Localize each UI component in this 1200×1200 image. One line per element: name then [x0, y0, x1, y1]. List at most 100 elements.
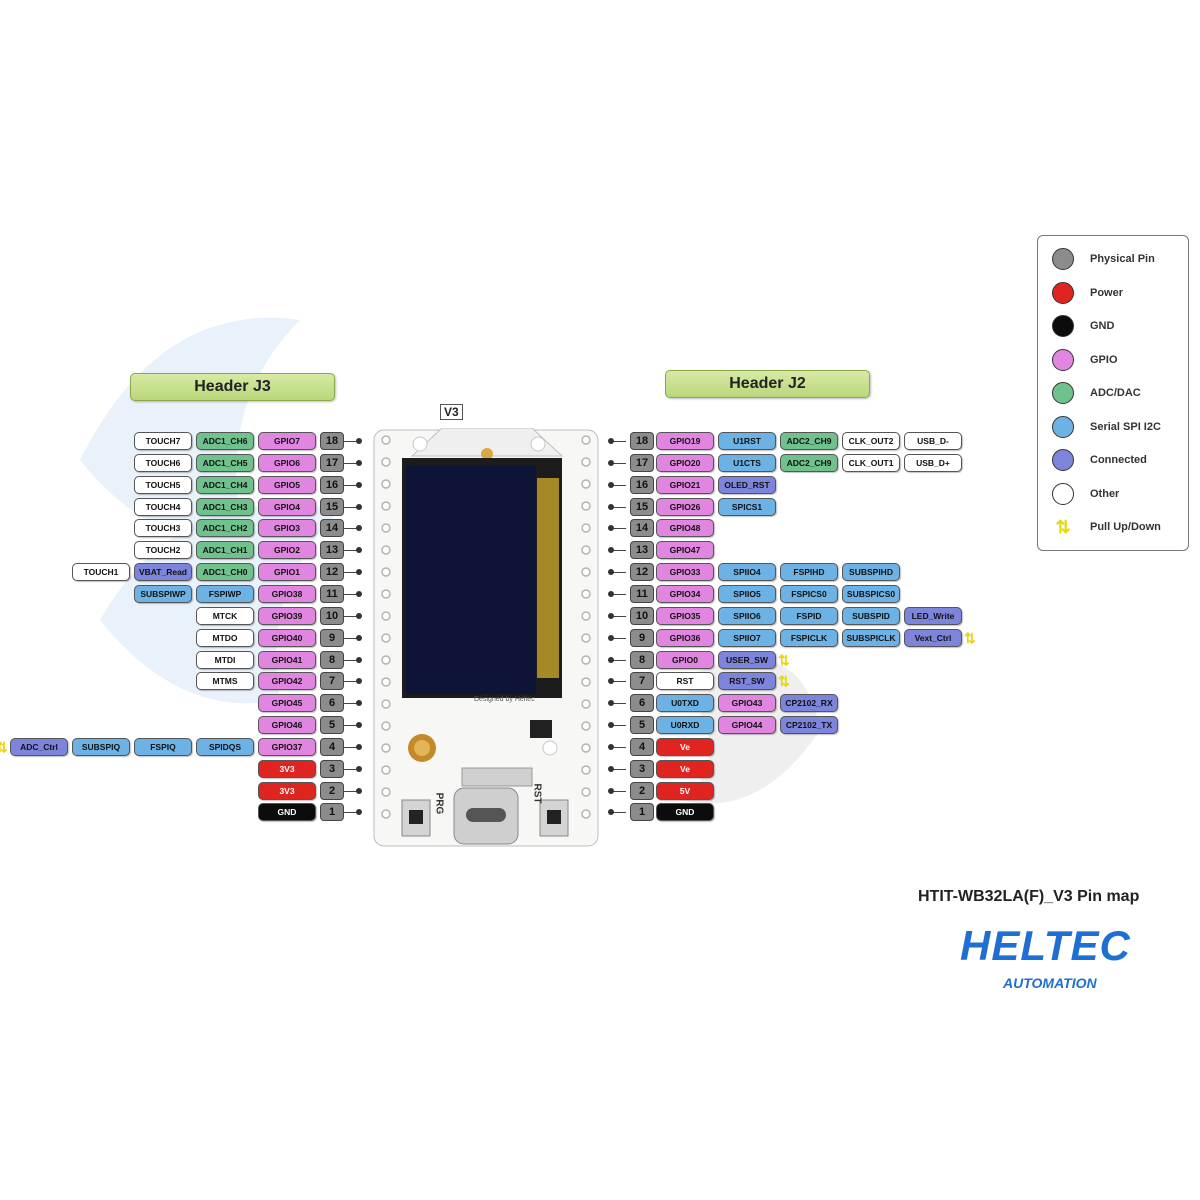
j2-pin-number: 16 — [630, 475, 654, 494]
j2-pin-label: GPIO21 — [656, 475, 714, 494]
j3-pin-label: ADC1_CH1 — [196, 541, 254, 560]
legend-item: ⇅ Pull Up/Down — [1052, 514, 1161, 540]
j2-pin-label: FSPICLK — [780, 628, 838, 647]
header-j3-tag: Header J3 — [130, 373, 335, 401]
j3-pin-label: GPIO1 — [258, 563, 316, 582]
j3-connector-line — [344, 768, 358, 770]
j3-connector-line — [344, 593, 358, 595]
j2-pin-label: ADC2_CH9 — [780, 453, 838, 472]
j3-pin-label: GPIO6 — [258, 453, 316, 472]
j2-pin-number: 12 — [630, 563, 654, 582]
j2-pin-label: GPIO47 — [656, 541, 714, 560]
j3-pin-label: ADC1_CH5 — [196, 453, 254, 472]
j3-pin-label: MTMS — [196, 672, 254, 691]
j3-pin-number: 15 — [320, 497, 344, 516]
j3-connector-line — [344, 790, 358, 792]
j2-pin-label: GPIO26 — [656, 497, 714, 516]
legend-label: Other — [1090, 487, 1120, 500]
j2-pin-label: USB_D- — [904, 432, 962, 450]
j2-pin-number: 4 — [630, 737, 654, 756]
j2-connector-line — [612, 615, 626, 617]
j3-pin-number: 13 — [320, 541, 344, 560]
prg-silkscreen: PRG — [433, 792, 445, 815]
legend-label: Pull Up/Down — [1090, 521, 1161, 533]
j2-connector-line — [612, 637, 626, 639]
j2-connector-dot — [608, 634, 614, 641]
j2-pin-label: GPIO20 — [656, 453, 714, 472]
j2-connector-line — [612, 703, 626, 705]
j2-pin-number: 9 — [630, 628, 654, 647]
legend-item: ADC/DAC — [1052, 380, 1141, 406]
pull-updown-arrow-icon: ⇅ — [778, 673, 790, 690]
pull-updown-arrow-icon: ⇅ — [0, 738, 8, 755]
legend-label: GPIO — [1090, 353, 1118, 366]
legend-label: Power — [1090, 286, 1124, 299]
j3-connector-dot — [356, 481, 362, 488]
j3-pin-label: GPIO5 — [258, 475, 316, 494]
j3-connector-line — [344, 462, 358, 464]
j3-pin-number: 5 — [320, 716, 344, 735]
heltec-logo-sub: AUTOMATION — [1003, 975, 1097, 991]
j3-pin-label: MTDI — [196, 650, 254, 669]
updown-arrow-icon: ⇅ — [1055, 516, 1071, 537]
j2-pin-label: SUBSPICS0 — [842, 584, 900, 603]
dev-board: V3 PRG RST Designed by Heltec — [372, 404, 600, 848]
antenna-label: V3 — [440, 404, 463, 420]
j3-connector-line — [344, 703, 358, 705]
j3-pin-number: 2 — [320, 781, 344, 800]
j3-pin-label: ADC1_CH2 — [196, 519, 254, 538]
j2-pin-number: 13 — [630, 541, 654, 560]
j2-pin-number: 17 — [630, 453, 654, 472]
j3-pin-label: SUBSPIWP — [134, 584, 192, 603]
pull-updown-arrow-icon: ⇅ — [964, 629, 976, 646]
j2-connector-line — [612, 790, 626, 792]
j3-connector-line — [344, 812, 358, 814]
j2-pin-label: U0TXD — [656, 694, 714, 713]
j3-pin-label: ADC1_CH3 — [196, 497, 254, 516]
j3-pin-number: 7 — [320, 672, 344, 691]
j2-pin-label: SPICS1 — [718, 497, 776, 516]
j2-pin-label: SPIIO4 — [718, 563, 776, 582]
j2-pin-label: Vext_Ctrl — [904, 628, 962, 647]
j3-pin-label: MTDO — [196, 628, 254, 647]
j3-pin-label: GPIO38 — [258, 584, 316, 603]
j3-connector-line — [344, 725, 358, 727]
j2-pin-label: SPIIO6 — [718, 606, 776, 625]
j2-connector-dot — [608, 547, 614, 554]
j2-pin-number: 2 — [630, 781, 654, 800]
j2-pin-label: Ve — [656, 737, 714, 756]
j3-connector-line — [344, 637, 358, 639]
j3-connector-line — [344, 550, 358, 552]
j3-pin-number: 16 — [320, 475, 344, 494]
legend-item: Power — [1052, 280, 1123, 306]
j2-pin-label: GPIO0 — [656, 650, 714, 669]
j2-pin-number: 3 — [630, 759, 654, 778]
j3-pin-label: MTCK — [196, 606, 254, 625]
j2-pin-number: 10 — [630, 606, 654, 625]
j2-connector-dot — [608, 722, 614, 729]
j3-pin-number: 3 — [320, 759, 344, 778]
j2-pin-label: GPIO44 — [718, 716, 776, 735]
j2-connector-line — [612, 550, 626, 552]
j2-pin-label: U0RXD — [656, 716, 714, 735]
j3-pin-label: 3V3 — [258, 781, 316, 800]
j2-pin-label: GPIO33 — [656, 563, 714, 582]
j3-pin-label: GPIO3 — [258, 519, 316, 538]
j3-pin-label: ADC1_CH6 — [196, 432, 254, 450]
j2-pin-label: CLK_OUT1 — [842, 453, 900, 472]
j3-pin-label: TOUCH5 — [134, 475, 192, 494]
j2-pin-label: U1RST — [718, 432, 776, 450]
j2-pin-label: ADC2_CH9 — [780, 432, 838, 450]
design-silkscreen: Designed by Heltec — [474, 696, 535, 703]
j2-pin-label: GPIO35 — [656, 606, 714, 625]
heltec-logo: HELTEC — [960, 922, 1131, 969]
j2-pin-label: RST_SW — [718, 672, 776, 691]
j3-pin-number: 1 — [320, 803, 344, 822]
j3-connector-dot — [356, 743, 362, 750]
j2-connector-dot — [608, 459, 614, 466]
j3-pin-label: TOUCH7 — [134, 432, 192, 450]
j2-pin-label: GND — [656, 803, 714, 822]
j2-pin-label: SUBSPIHD — [842, 563, 900, 582]
legend-item: Connected — [1052, 447, 1147, 473]
